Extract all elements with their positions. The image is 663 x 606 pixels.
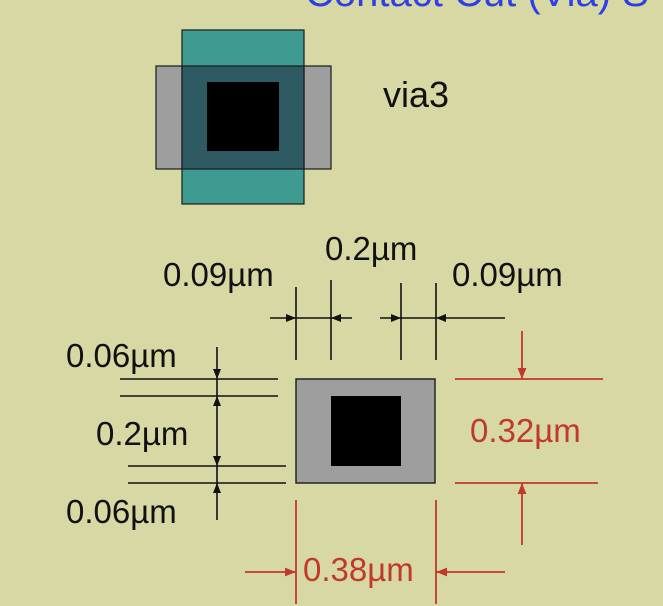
top-middle-spacing-label: 0.2µm — [325, 230, 417, 267]
height-dimension-lines — [455, 331, 603, 545]
via3-symbol — [155, 29, 332, 205]
metal-width-label: 0.38µm — [303, 551, 414, 588]
top-right-spacing-label: 0.09µm — [452, 256, 563, 293]
width-dimension-lines — [245, 500, 505, 604]
left-middle-spacing-label: 0.2µm — [96, 415, 188, 452]
via-cut — [331, 396, 401, 466]
via-cut-square — [207, 82, 279, 151]
left-top-spacing-label: 0.06µm — [66, 337, 177, 374]
page-title: Contact Cut (Via) S — [305, 0, 649, 15]
left-bottom-spacing-label: 0.06µm — [66, 493, 177, 530]
via3-label: via3 — [383, 74, 449, 115]
top-dimension-lines — [270, 280, 505, 360]
top-left-spacing-label: 0.09µm — [163, 256, 274, 293]
left-dimension-lines — [120, 347, 286, 520]
metal-height-label: 0.32µm — [470, 412, 581, 449]
